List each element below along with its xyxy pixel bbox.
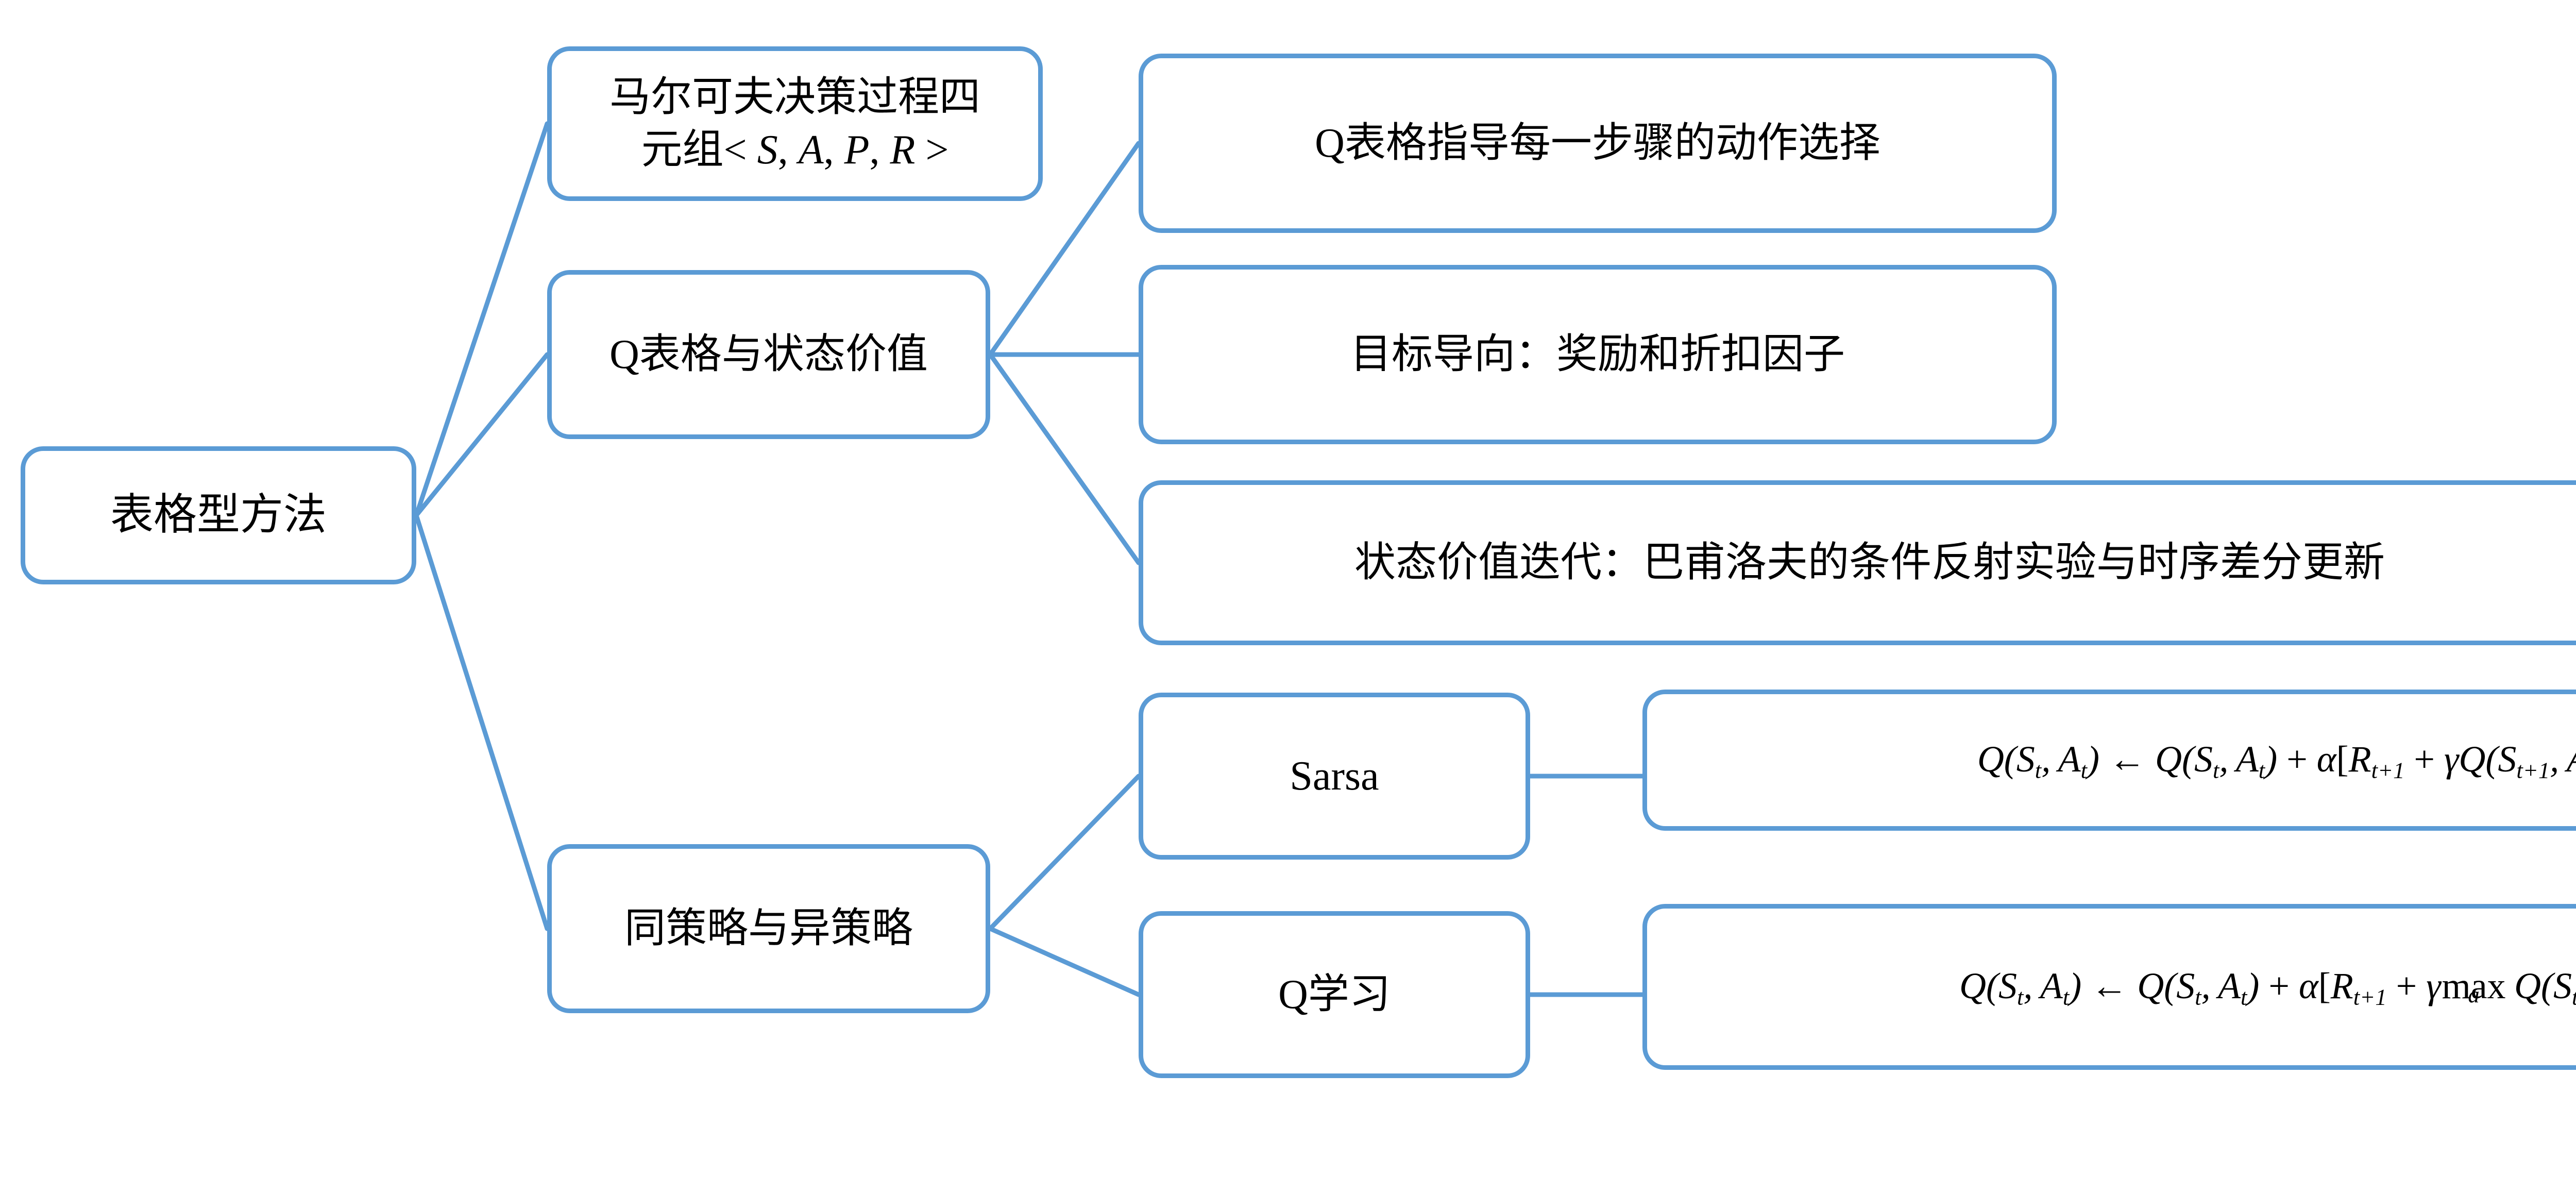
node-sarsa-label: Sarsa [1290,753,1379,799]
node-qlearn-label: Q学习 [1278,971,1391,1017]
edge-root-to-policy [414,513,550,931]
node-q-table-guides-action-selection[interactable]: Q表格指导每一步骤的动作选择 [1139,54,2057,233]
node-sarsa[interactable]: Sarsa [1139,693,1530,860]
node-state-value-iteration[interactable]: 状态价值迭代：巴甫洛夫的条件反射实验与时序差分更新 [1139,480,2576,645]
node-qtable-label: Q表格与状态价值 [609,331,928,377]
node-q-learning[interactable]: Q学习 [1139,911,1530,1078]
edge-root-to-qtable [414,352,550,518]
node-policy-label: 同策略与异策略 [624,905,913,951]
node-root[interactable]: 表格型方法 [21,446,416,584]
sarsa-equation-text: Q(St, At) ← Q(St, At) + α[Rt+1 + γQ(St+1… [1977,738,2576,783]
edge-qtable-to-value [988,352,1141,565]
node-sarsa-update-equation[interactable]: Q(St, At) ← Q(St, At) + α[Rt+1 + γQ(St+1… [1642,690,2576,831]
max-subscript-a: a [2468,981,2480,1008]
edge-policy-to-qlearn [988,926,1141,997]
node-mdp-label: 马尔可夫决策过程四 元组< S, A, P, R > [564,71,1026,177]
node-on-policy-off-policy[interactable]: 同策略与异策略 [547,844,990,1013]
node-goal-oriented-reward-discount[interactable]: 目标导向：奖励和折扣因子 [1139,265,2057,444]
node-q-table-and-state-value[interactable]: Q表格与状态价值 [547,270,990,439]
node-mdp-line2: 元组< S, A, P, R > [641,127,949,173]
node-mdp-line1: 马尔可夫决策过程四 [609,74,980,120]
node-value-iteration-label: 状态价值迭代：巴甫洛夫的条件反射实验与时序差分更新 [1354,540,2385,585]
node-root-label: 表格型方法 [110,491,327,540]
node-mdp[interactable]: 马尔可夫决策过程四 元组< S, A, P, R > [547,46,1043,201]
edge-policy-to-sarsa [988,774,1141,931]
node-goal-label: 目标导向：奖励和折扣因子 [1350,331,1845,377]
edge-root-to-mdp [414,121,550,518]
node-qguide-label: Q表格指导每一步骤的动作选择 [1315,120,1880,166]
